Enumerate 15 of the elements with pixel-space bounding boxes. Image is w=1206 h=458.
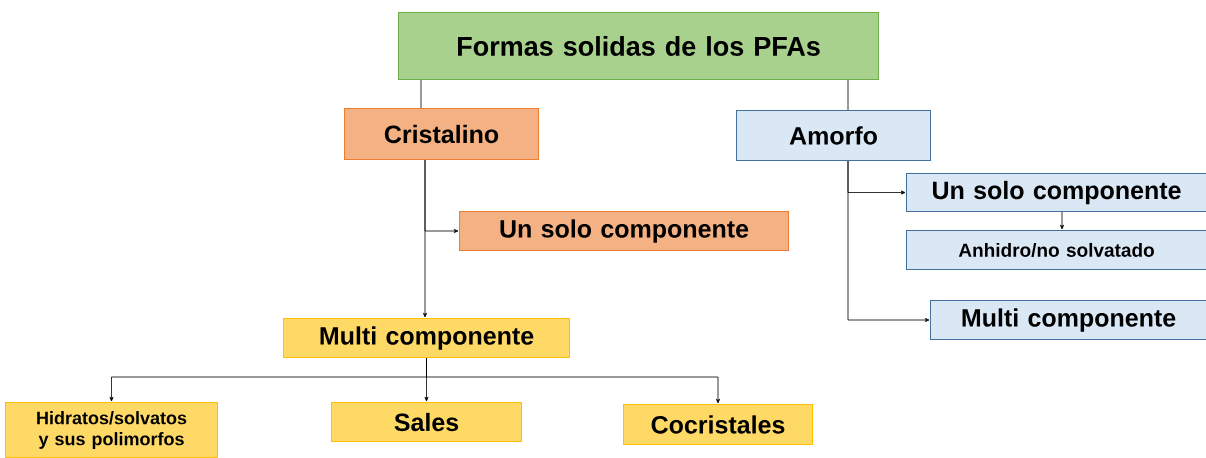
connector-arrow	[847, 160, 930, 322]
connector-arrow	[426, 357, 720, 404]
category-box: Multi componente	[283, 318, 570, 358]
category-box: Formas solidas de los PFAs	[398, 12, 879, 80]
category-box: Sales	[331, 402, 522, 442]
category-box: Hidratos/solvatos y sus polimorfos	[5, 402, 218, 458]
category-box: Un solo componente	[906, 173, 1206, 212]
category-box: Amorfo	[736, 110, 931, 161]
category-box: Multi componente	[930, 300, 1206, 340]
category-box: Cocristales	[623, 404, 813, 445]
category-box: Cristalino	[344, 108, 539, 160]
category-box: Anhidro/no solvatado	[906, 230, 1206, 270]
category-box: Un solo componente	[459, 211, 789, 251]
connector-arrow	[1060, 211, 1064, 230]
connector-arrow	[423, 159, 427, 318]
